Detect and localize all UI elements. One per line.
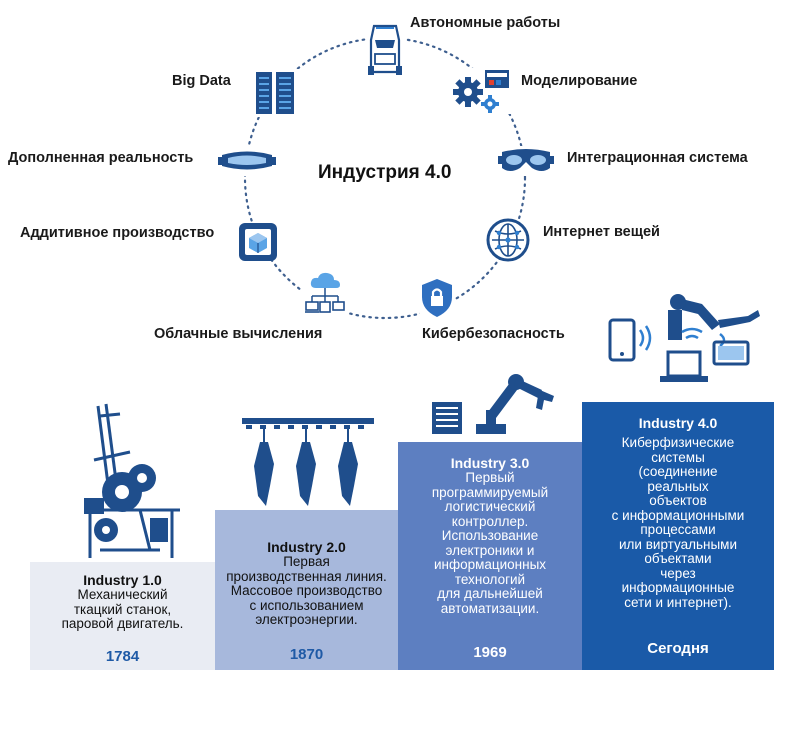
stage-desc-line: или виртуальными	[619, 536, 737, 552]
stage-desc-line: Киберфизические	[621, 435, 735, 450]
cloud-network-icon	[302, 270, 348, 318]
stage-desc-line: через	[660, 565, 696, 581]
vr-goggles-icon	[498, 146, 554, 176]
stage-desc-line: контроллер.	[451, 513, 529, 529]
stage-desc-line: электроэнергии.	[255, 612, 358, 627]
gears-film-icon	[452, 68, 512, 114]
stage-desc-line: Массовое производство	[230, 583, 383, 598]
stage-desc-line: процессами	[640, 522, 716, 537]
stage-year: 1969	[473, 644, 507, 661]
stage-desc-line: сети и интернет).	[624, 594, 732, 610]
stage-desc-line: ткацкий станок,	[73, 601, 172, 617]
stage-title: Industry 2.0	[267, 539, 346, 555]
server-rack-icon	[252, 69, 300, 117]
stage-desc-line: автоматизации.	[440, 600, 540, 616]
stage-desc-line: информационных	[433, 557, 547, 572]
ar-headset-icon	[218, 146, 276, 176]
stage-desc-line: Механический	[77, 587, 168, 602]
cycle-ring	[243, 36, 527, 320]
stage-desc-line: реальных	[647, 478, 709, 494]
label-modeling: Моделирование	[521, 73, 638, 89]
stage-desc-line: Использование	[441, 528, 539, 543]
assembly-line-icon	[240, 416, 376, 510]
stage-desc-line: информационные	[621, 580, 735, 595]
loom-icon	[80, 400, 184, 560]
stage-title: Industry 1.0	[83, 572, 162, 588]
stage-desc-line: (соединение	[638, 464, 718, 479]
stage-desc-line: Первый	[465, 470, 515, 485]
label-cloud: Облачные вычисления	[154, 326, 323, 342]
autonomous-car-icon	[366, 22, 404, 78]
stage-industry-3: Industry 3.0 Первый программируемый логи…	[398, 442, 582, 670]
stage-desc-line: с информационными	[611, 507, 745, 523]
label-autonomous-robots: Автономные работы	[410, 15, 561, 31]
stage-desc-line: технологий	[454, 571, 526, 587]
center-title: Индустрия 4.0	[318, 162, 452, 183]
stage-desc-line: логистический	[444, 499, 536, 514]
label-additive: Аддитивное производство	[20, 225, 215, 241]
shield-lock-icon	[420, 278, 454, 318]
stage-industry-2: Industry 2.0 Первая производственная лин…	[215, 510, 398, 670]
stage-desc-line: паровой двигатель.	[61, 616, 184, 631]
stage-industry-1: Industry 1.0 Механический ткацкий станок…	[30, 562, 215, 670]
stage-desc-line: Первая	[283, 554, 330, 569]
stage-year: Сегодня	[647, 640, 709, 657]
label-iot: Интернет вещей	[543, 224, 660, 240]
label-integration-system: Интеграционная система	[567, 150, 748, 166]
stage-desc-line: системы	[651, 449, 705, 465]
devices-robot-icon	[608, 290, 768, 394]
stage-desc-line: производственная линия.	[226, 568, 387, 584]
stage-desc-line: объектов	[649, 493, 707, 508]
network-globe-icon	[486, 218, 530, 262]
stage-industry-4: Industry 4.0 Киберфизические системы (со…	[582, 402, 774, 670]
stage-year: 1870	[289, 646, 324, 663]
stage-desc-line: электроники и	[445, 542, 535, 558]
stage-title: Industry 3.0	[450, 455, 530, 471]
industrial-robot-icon	[430, 372, 560, 438]
label-ar: Дополненная реальность	[8, 150, 194, 166]
label-cybersecurity: Кибербезопасность	[422, 326, 565, 342]
stage-desc-line: с использованием	[249, 597, 364, 613]
label-big-data: Big Data	[172, 73, 231, 89]
stage-desc-line: программируемый	[431, 484, 549, 500]
stage-year: 1784	[105, 648, 140, 665]
stage-title: Industry 4.0	[638, 415, 718, 431]
3d-printer-icon	[238, 222, 278, 262]
stage-desc-line: объектами	[644, 551, 712, 566]
stage-desc-line: для дальнейшей	[437, 586, 543, 601]
